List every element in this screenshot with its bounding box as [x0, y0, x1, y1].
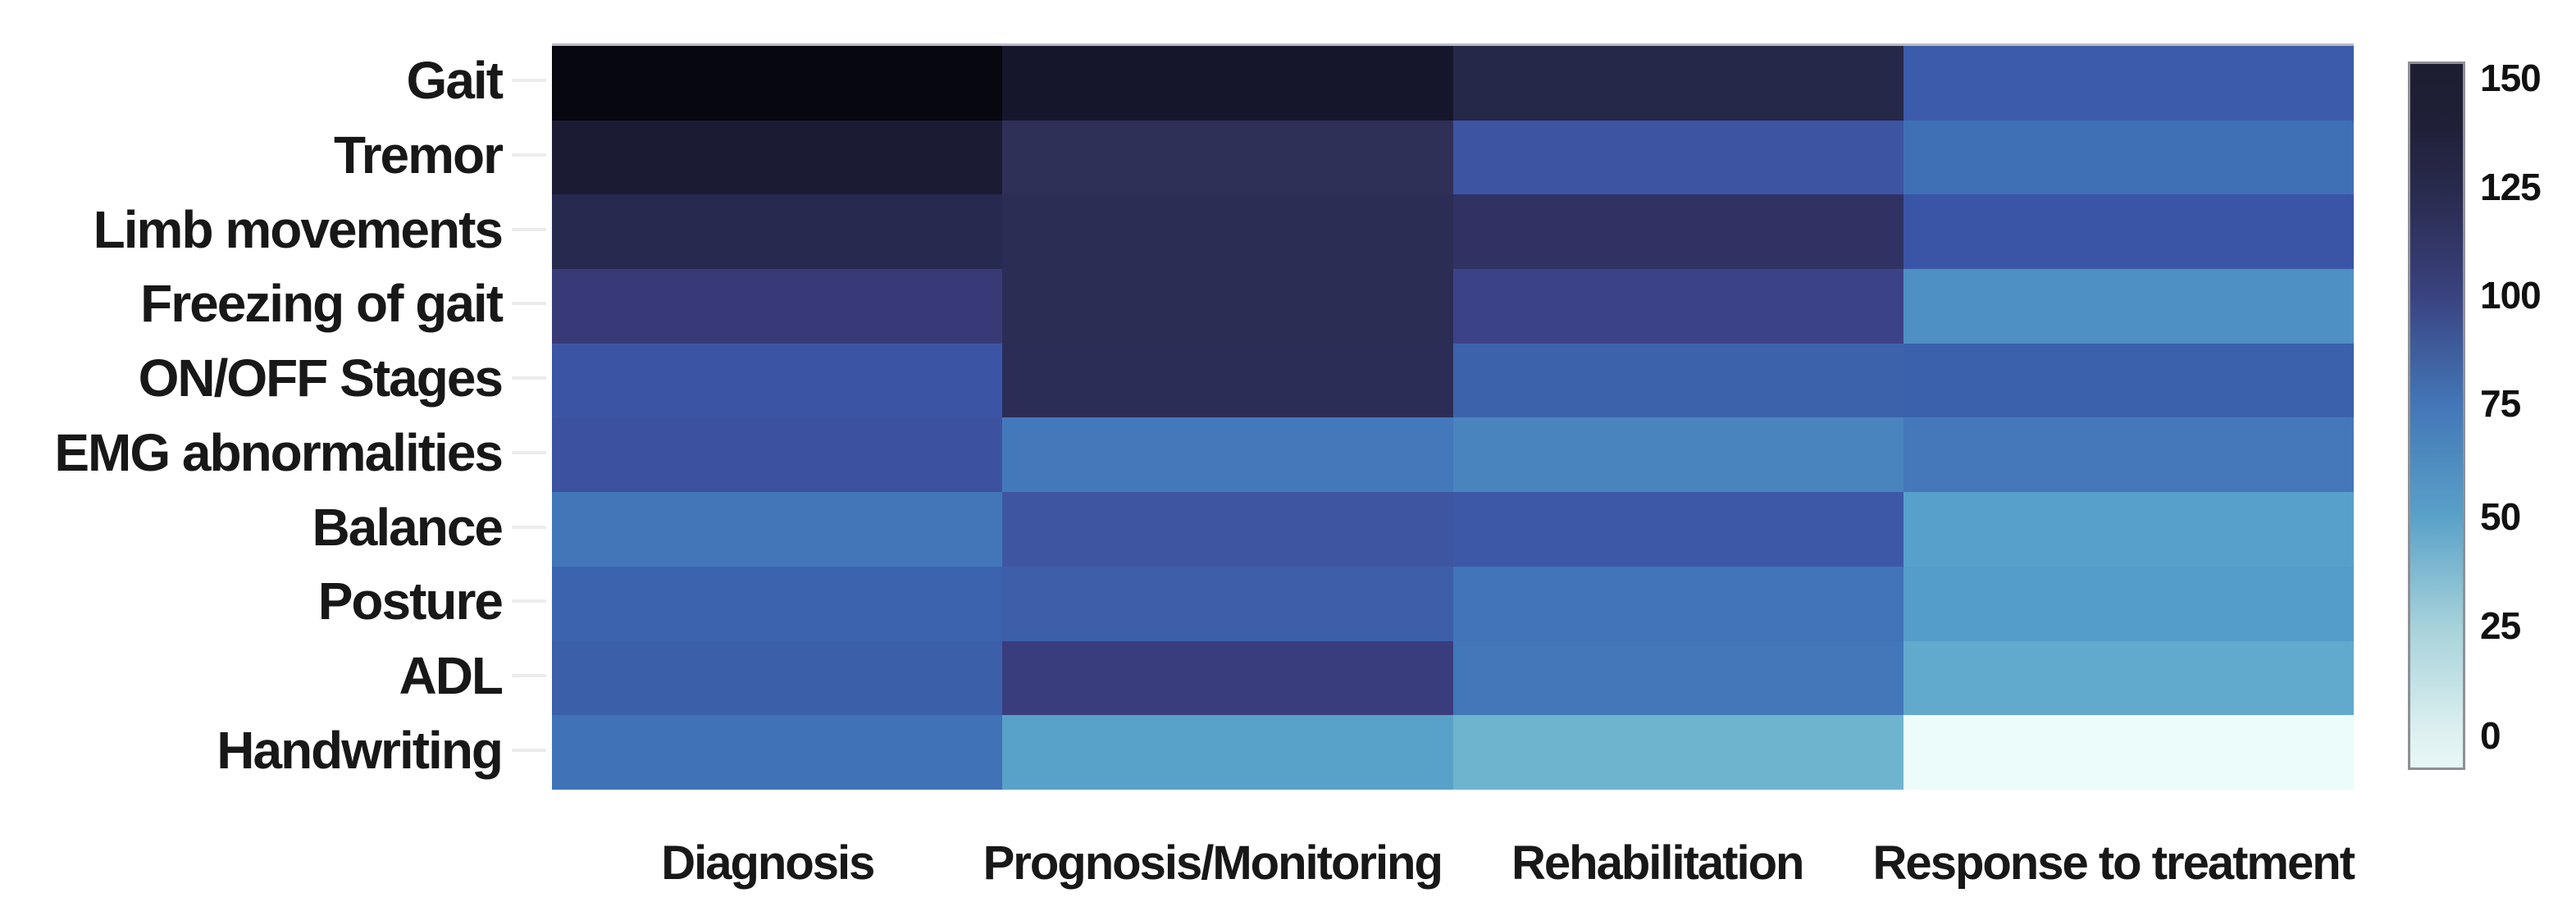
- row-label: Limb movements: [0, 192, 548, 266]
- colorbar-tick-label: 100: [2480, 274, 2542, 317]
- axis-tick: [512, 525, 546, 529]
- x-axis-column-labels: Diagnosis Prognosis/Monitoring Rehabilitat…: [552, 830, 2355, 895]
- heatmap-cell: [552, 640, 1003, 716]
- heatmap-cell: [1903, 343, 2354, 418]
- row-label-text: Balance: [312, 497, 504, 557]
- heatmap-cell: [1903, 492, 2354, 567]
- heatmap-cell: [1452, 417, 1904, 493]
- heatmap-cell: [1903, 269, 2354, 344]
- axis-tick: [512, 153, 546, 157]
- row-label-text: ON/OFF Stages: [138, 348, 504, 408]
- heatmap-cell: [1002, 269, 1453, 344]
- heatmap-cell: [552, 417, 1003, 493]
- colorbar-tick-label: 25: [2480, 604, 2521, 647]
- row-label-text: Handwriting: [217, 720, 504, 780]
- heatmap-cell: [552, 46, 1003, 121]
- heatmap-cell: [1002, 417, 1453, 493]
- heatmap-grid: [552, 43, 2354, 790]
- heatmap-cell: [552, 715, 1003, 790]
- heatmap-cell: [552, 194, 1003, 270]
- colorbar-tick-label: 150: [2480, 56, 2542, 99]
- heatmap-cell: [1452, 492, 1904, 567]
- colorbar-tick-label: 75: [2480, 382, 2521, 426]
- heatmap-cell: [1002, 120, 1453, 195]
- column-label: Rehabilitation: [1511, 836, 1804, 890]
- heatmap-cell: [552, 492, 1003, 567]
- row-label: Freezing of gait: [0, 266, 548, 341]
- heatmap-cell: [1903, 46, 2354, 121]
- axis-tick: [512, 450, 546, 454]
- column-label: Diagnosis: [661, 836, 875, 890]
- column-label: Prognosis/Monitoring: [983, 836, 1443, 890]
- row-label: ADL: [0, 639, 548, 713]
- heatmap-cell: [1452, 640, 1904, 716]
- heatmap-cell: [1452, 194, 1904, 270]
- heatmap-cell: [1903, 194, 2354, 270]
- row-label: Balance: [0, 490, 548, 564]
- heatmap-cell: [1002, 343, 1453, 418]
- row-label-text: Limb movements: [93, 199, 504, 259]
- row-label: ON/OFF Stages: [0, 341, 548, 416]
- row-label: Posture: [0, 564, 548, 639]
- heatmap-cell: [1903, 120, 2354, 195]
- axis-tick: [512, 79, 546, 83]
- heatmap-cell: [1452, 715, 1904, 790]
- row-label-text: Gait: [406, 51, 504, 111]
- axis-tick: [512, 227, 546, 231]
- heatmap-cell: [552, 269, 1003, 344]
- heatmap-cell: [1002, 715, 1453, 790]
- heatmap-cell: [552, 120, 1003, 195]
- axis-tick: [512, 376, 546, 380]
- row-label: EMG abnormalities: [0, 416, 548, 490]
- heatmap-cell: [1903, 566, 2354, 641]
- axis-tick: [512, 673, 546, 677]
- colorbar-tick-label: 0: [2480, 713, 2501, 757]
- heatmap-cell: [1002, 566, 1453, 641]
- heatmap-cell: [1452, 566, 1904, 641]
- heatmap-cell: [1002, 194, 1453, 270]
- colorbar-tick-labels: 150 125 100 75 50 25 0: [2480, 57, 2576, 770]
- row-label: Gait: [0, 43, 548, 118]
- row-label-text: EMG abnormalities: [54, 422, 504, 482]
- heatmap-cell: [1452, 343, 1904, 418]
- axis-tick: [512, 748, 546, 752]
- heatmap-cell: [552, 566, 1003, 641]
- heatmap-cell: [1452, 269, 1904, 344]
- heatmap-cell: [552, 343, 1003, 418]
- column-label: Response to treatment: [1872, 836, 2355, 890]
- heatmap-cell: [1002, 492, 1453, 567]
- colorbar-tick-label: 125: [2480, 165, 2542, 208]
- heatmap-cell: [1002, 640, 1453, 716]
- row-label-text: Posture: [317, 572, 504, 631]
- heatmap-cell: [1903, 417, 2354, 493]
- row-label: Handwriting: [0, 713, 548, 787]
- axis-tick: [512, 599, 546, 604]
- heatmap-cell: [1452, 120, 1904, 195]
- colorbar-gradient: [2408, 61, 2465, 770]
- heatmap-cell: [1903, 640, 2354, 716]
- row-label-text: Tremor: [334, 125, 504, 185]
- heatmap-cell: [1002, 46, 1453, 121]
- row-label-text: ADL: [399, 645, 504, 705]
- row-label: Tremor: [0, 118, 548, 193]
- heatmap-cell: [1452, 46, 1904, 121]
- axis-tick: [512, 302, 546, 306]
- colorbar-tick-label: 50: [2480, 494, 2521, 538]
- row-label-text: Freezing of gait: [140, 274, 504, 334]
- heatmap-cell: [1903, 715, 2354, 790]
